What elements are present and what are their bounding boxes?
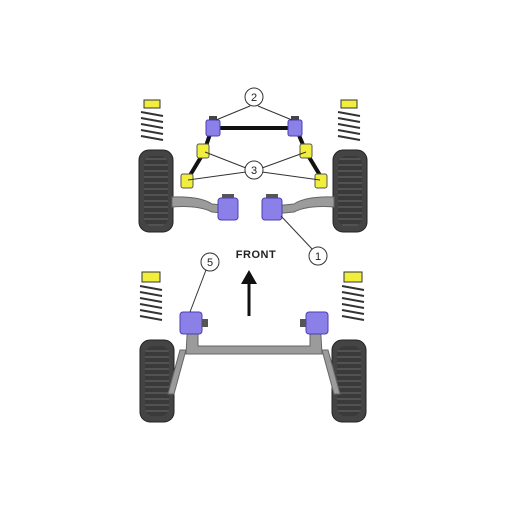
callout-3-label: 3 [251, 165, 257, 177]
callout-3: 3 [187, 151, 321, 181]
anti-roll-bar-mount-bush-left [205, 116, 221, 137]
rear-left-spring [139, 271, 163, 321]
front-lower-arms [171, 196, 335, 215]
front-left-wheel [138, 149, 174, 233]
front-axle-assembly: 2 3 1 [138, 87, 368, 266]
drop-link-bushes [180, 143, 328, 189]
callout-5: 5 [189, 252, 220, 313]
front-direction-indicator: FRONT [236, 249, 276, 316]
callout-2-label: 2 [251, 92, 257, 104]
rear-left-wheel [139, 339, 175, 423]
front-lower-arm-bush-left [217, 194, 239, 221]
rear-right-spring [341, 271, 365, 321]
callout-1-label: 1 [315, 251, 321, 263]
rear-axle-assembly: 5 [139, 252, 367, 423]
rear-beam-mount-bush-right [300, 311, 329, 335]
rear-right-wheel [331, 339, 367, 423]
front-lower-arm-bush-right [261, 194, 283, 221]
callout-5-label: 5 [207, 257, 213, 269]
callout-2: 2 [215, 87, 293, 121]
front-label: FRONT [236, 249, 276, 261]
callout-1: 1 [280, 215, 328, 266]
anti-roll-bar-mount-bush-right [287, 116, 303, 137]
front-left-spring [140, 99, 164, 141]
rear-beam-mount-bush-left [179, 311, 208, 335]
arrow-up-icon [241, 270, 257, 284]
front-right-spring [337, 99, 361, 141]
front-right-wheel [332, 149, 368, 233]
